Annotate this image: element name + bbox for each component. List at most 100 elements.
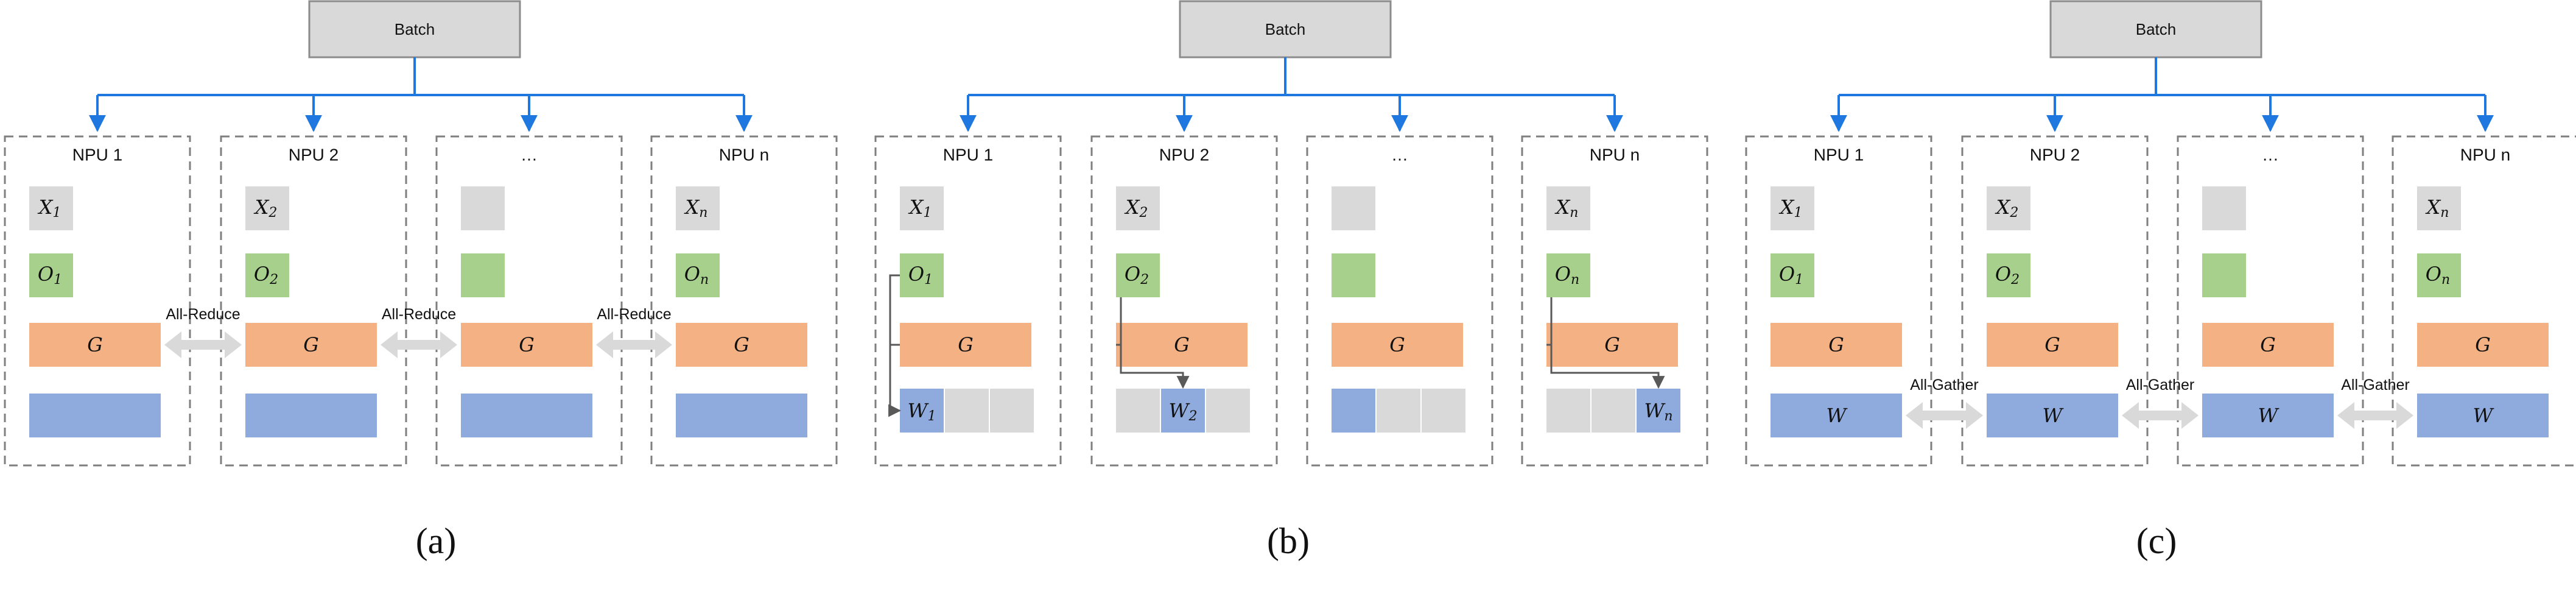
x-block xyxy=(1987,186,2030,230)
o-label: On xyxy=(684,263,709,288)
g-label: G xyxy=(2475,333,2491,356)
w-block xyxy=(461,394,592,437)
batch-label: Batch xyxy=(1265,20,1306,38)
npu-box xyxy=(1306,135,1493,467)
x-label: X1 xyxy=(37,196,61,221)
all-reduce-arrow xyxy=(164,331,242,358)
o-block xyxy=(245,253,289,297)
batch-label: Batch xyxy=(2136,20,2177,38)
npu-box xyxy=(1961,135,2149,467)
g-label: G xyxy=(2044,333,2060,356)
w-block xyxy=(245,394,377,437)
w-empty-block xyxy=(945,389,989,433)
all-reduce-arrow xyxy=(381,331,457,358)
w-block xyxy=(676,394,807,437)
all-gather-arrow xyxy=(2122,402,2199,429)
g-block xyxy=(1116,323,1248,367)
o-block xyxy=(900,253,944,297)
w-empty-block xyxy=(1592,389,1635,433)
x-block xyxy=(900,186,944,230)
batch-box xyxy=(308,0,521,58)
npu-box xyxy=(1745,135,1932,467)
all-gather-arrow xyxy=(2337,402,2413,429)
g-block xyxy=(1771,323,1902,367)
w-block xyxy=(29,394,161,437)
o-label: O2 xyxy=(254,263,278,288)
g-block xyxy=(676,323,807,367)
npu-panel-3: …G xyxy=(1306,135,1493,467)
x-block xyxy=(2417,186,2461,230)
g-label: G xyxy=(1174,333,1190,356)
batch-label: Batch xyxy=(395,20,435,38)
w-label: W xyxy=(2473,404,2495,427)
g-block xyxy=(1987,323,2118,367)
npu-box xyxy=(874,135,1062,467)
x-block xyxy=(1332,186,1375,230)
o-to-w-connector xyxy=(1120,345,1190,389)
o-block xyxy=(2202,253,2246,297)
o-label: O1 xyxy=(1779,263,1803,288)
g-block xyxy=(1332,323,1463,367)
o-block xyxy=(1546,253,1590,297)
g-block xyxy=(461,323,592,367)
w-empty-block xyxy=(1422,389,1465,433)
w-empty-block xyxy=(1546,389,1590,433)
w-block xyxy=(1987,394,2118,437)
x-block xyxy=(29,186,73,230)
npu-box xyxy=(2392,135,2576,467)
w-shard-block xyxy=(1161,389,1205,433)
o-label: On xyxy=(1555,263,1579,288)
npu-box xyxy=(650,135,838,467)
g-block xyxy=(245,323,377,367)
npu-label: … xyxy=(521,146,538,164)
o-block xyxy=(1332,253,1375,297)
g-block xyxy=(1546,323,1678,367)
batch-box xyxy=(1179,0,1392,58)
all-reduce-label: All-Reduce xyxy=(382,306,456,323)
g-label: G xyxy=(958,333,974,356)
w-block xyxy=(2417,394,2549,437)
w-shard-block xyxy=(1332,389,1375,433)
npu-label: NPU n xyxy=(719,146,769,164)
x-label: X2 xyxy=(1995,196,2019,221)
npu-panel-3: …G xyxy=(435,135,623,467)
w-shard-label: W2 xyxy=(1169,399,1198,424)
w-empty-block xyxy=(1116,389,1160,433)
npu-label: NPU 1 xyxy=(1814,146,1864,164)
x-block xyxy=(2202,186,2246,230)
x-label: X1 xyxy=(908,196,932,221)
x-label: Xn xyxy=(684,196,708,221)
x-label: Xn xyxy=(1554,196,1579,221)
o-label: On xyxy=(2426,263,2450,288)
o-label: O2 xyxy=(1995,263,2020,288)
o-to-w-connector xyxy=(888,345,902,417)
npu-box xyxy=(1521,135,1708,467)
g-label: G xyxy=(2260,333,2276,356)
w-label: W xyxy=(1827,404,1848,427)
all-gather-arrow xyxy=(1906,402,1983,429)
npu-box xyxy=(435,135,623,467)
o-block xyxy=(2417,253,2461,297)
w-shard-block xyxy=(900,389,944,433)
o-block xyxy=(1987,253,2030,297)
g-block xyxy=(900,323,1031,367)
x-label: X2 xyxy=(1124,196,1148,221)
g-label: G xyxy=(1389,333,1405,356)
g-label: G xyxy=(303,333,319,356)
o-to-g-connector xyxy=(889,274,900,346)
o-label: O1 xyxy=(908,263,933,288)
o-label: O2 xyxy=(1125,263,1149,288)
w-empty-block xyxy=(1206,389,1250,433)
x-label: Xn xyxy=(2425,196,2449,221)
o-block xyxy=(1771,253,1814,297)
w-empty-block xyxy=(1377,389,1420,433)
